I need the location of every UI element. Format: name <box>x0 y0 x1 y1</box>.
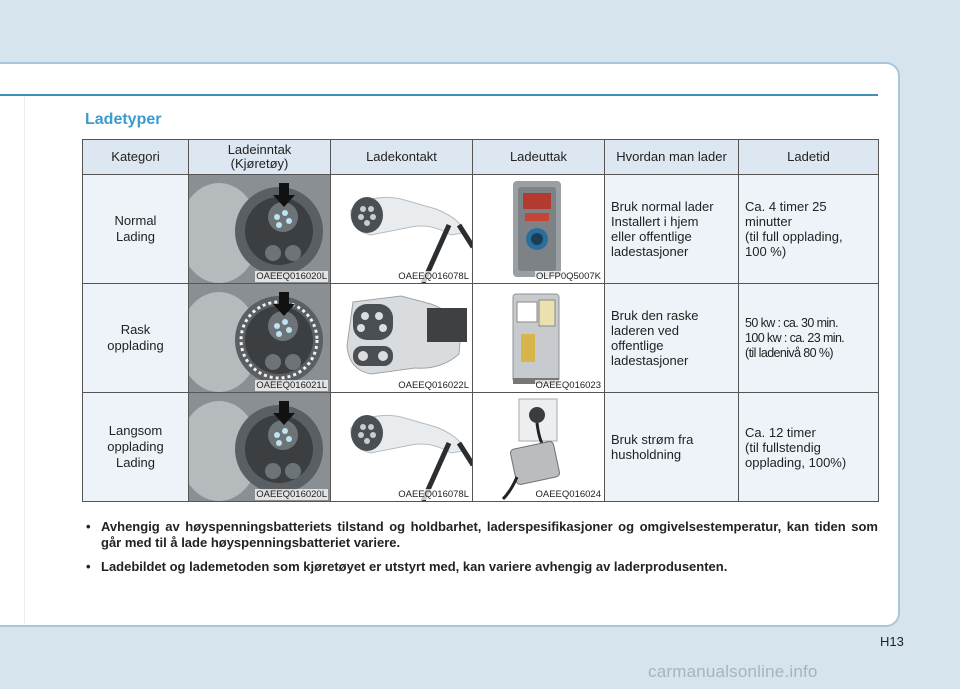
image-code: OAEEQ016078L <box>397 271 470 282</box>
charging-connector-photo <box>331 393 472 501</box>
charging-inlet-photo <box>189 284 330 392</box>
inlet-image-cell: OAEEQ016020L <box>188 174 331 284</box>
time-line: opplading, 100%) <box>745 454 847 470</box>
connector-image-cell: OAEEQ016078L <box>330 392 473 502</box>
category-cell: Rask opplading <box>82 283 189 393</box>
header-inlet: Ladeinntak(Kjøretøy) <box>188 139 331 175</box>
time-line: Ca. 4 timer 25 <box>745 199 827 214</box>
time-line: (til full opplading, <box>745 229 843 244</box>
how-line: ladestasjoner <box>611 353 689 368</box>
image-code: OAEEQ016078L <box>397 489 470 500</box>
charging-inlet-photo <box>189 393 330 501</box>
category-line: opplading <box>107 338 164 353</box>
charging-types-table: Kategori Ladeinntak(Kjøretøy) Ladekontak… <box>82 139 879 502</box>
connector-image-cell: OAEEQ016078L <box>330 174 473 284</box>
image-code: OAEEQ016023 <box>534 380 602 391</box>
how-to-charge-cell: Bruk strøm fra husholdning <box>604 392 739 502</box>
table-row: Langsom opplading Lading OAEEQ016020L <box>82 392 879 502</box>
household-charger-photo <box>473 393 604 501</box>
table-row: Normal Lading OAEEQ016020L <box>82 174 879 284</box>
note-item: Avhengig av høyspenningsbatteriets tilst… <box>86 519 878 551</box>
section-title: Ladetyper <box>85 111 162 128</box>
header-rule <box>0 94 878 96</box>
charging-inlet-photo <box>189 175 330 283</box>
how-line: eller offentlige <box>611 229 692 244</box>
charging-connector-photo <box>331 175 472 283</box>
how-to-charge-cell: Bruk normal lader Installert i hjem elle… <box>604 174 739 284</box>
table-header-row: Kategori Ladeinntak(Kjøretøy) Ladekontak… <box>82 139 879 175</box>
how-line: Bruk den raske <box>611 308 699 323</box>
header-inlet-line: Ladeinntak <box>227 142 292 157</box>
connector-image-cell: OAEEQ016022L <box>330 283 473 393</box>
table-row: Rask opplading OAEEQ016021L <box>82 283 879 393</box>
image-code: OAEEQ016024 <box>534 489 602 500</box>
how-line: husholdning <box>611 447 682 462</box>
time-line: Ca. 12 timer <box>745 424 816 440</box>
outlet-image-cell: OAEEQ016023 <box>472 283 605 393</box>
outlet-image-cell: OLFP0Q5007K <box>472 174 605 284</box>
how-line: ladestasjoner <box>611 244 689 259</box>
time-line: (til fullstendig <box>745 439 821 455</box>
how-line: offentlige <box>611 338 664 353</box>
time-line: minutter <box>745 214 792 229</box>
category-line: Normal <box>114 213 157 228</box>
header-inlet-line: (Kjøretøy) <box>230 156 289 171</box>
ccs-connector-photo <box>331 284 472 392</box>
how-line: Installert i hjem <box>611 214 699 229</box>
how-line: laderen ved <box>611 323 679 338</box>
charging-station-photo <box>473 175 604 283</box>
image-code: OAEEQ016020L <box>255 489 328 500</box>
time-line: (til ladenivå 80 %) <box>745 345 834 360</box>
header-time: Ladetid <box>738 139 879 175</box>
how-line: Bruk strøm fra <box>611 432 694 447</box>
charge-time-cell: Ca. 12 timer (til fullstendig opplading,… <box>738 392 879 502</box>
header-how: Hvordan man lader <box>604 139 739 175</box>
fast-charger-photo <box>473 284 604 392</box>
outlet-image-cell: OAEEQ016024 <box>472 392 605 502</box>
image-code: OAEEQ016022L <box>397 380 470 391</box>
note-item: Ladebildet og lademetoden som kjøretøyet… <box>86 559 878 575</box>
category-line: Lading <box>115 229 156 244</box>
time-line: 100 kw : ca. 23 min. <box>745 330 845 345</box>
how-to-charge-cell: Bruk den raske laderen ved offentlige la… <box>604 283 739 393</box>
how-line: Bruk normal lader <box>611 199 714 214</box>
category-line: Rask <box>120 322 151 337</box>
watermark: carmanualsonline.info <box>648 662 818 681</box>
header-outlet: Ladeuttak <box>472 139 605 175</box>
header-category: Kategori <box>82 139 189 175</box>
category-line: Langsom <box>108 423 163 438</box>
notes-list: Avhengig av høyspenningsbatteriets tilst… <box>86 519 878 583</box>
inlet-image-cell: OAEEQ016021L <box>188 283 331 393</box>
image-code: OLFP0Q5007K <box>535 271 602 282</box>
inlet-image-cell: OAEEQ016020L <box>188 392 331 502</box>
category-cell: Normal Lading <box>82 174 189 284</box>
category-line: Lading <box>115 455 156 470</box>
image-code: OAEEQ016021L <box>255 380 328 391</box>
time-line: 50 kw : ca. 30 min. <box>745 315 838 330</box>
time-line: 100 %) <box>745 244 787 259</box>
margin-rule <box>24 96 25 624</box>
image-code: OAEEQ016020L <box>255 271 328 282</box>
header-connector: Ladekontakt <box>330 139 473 175</box>
charge-time-cell: 50 kw : ca. 30 min. 100 kw : ca. 23 min.… <box>738 283 879 393</box>
page-number: H13 <box>880 634 904 649</box>
category-line: opplading <box>107 439 164 454</box>
charge-time-cell: Ca. 4 timer 25 minutter (til full opplad… <box>738 174 879 284</box>
category-cell: Langsom opplading Lading <box>82 392 189 502</box>
